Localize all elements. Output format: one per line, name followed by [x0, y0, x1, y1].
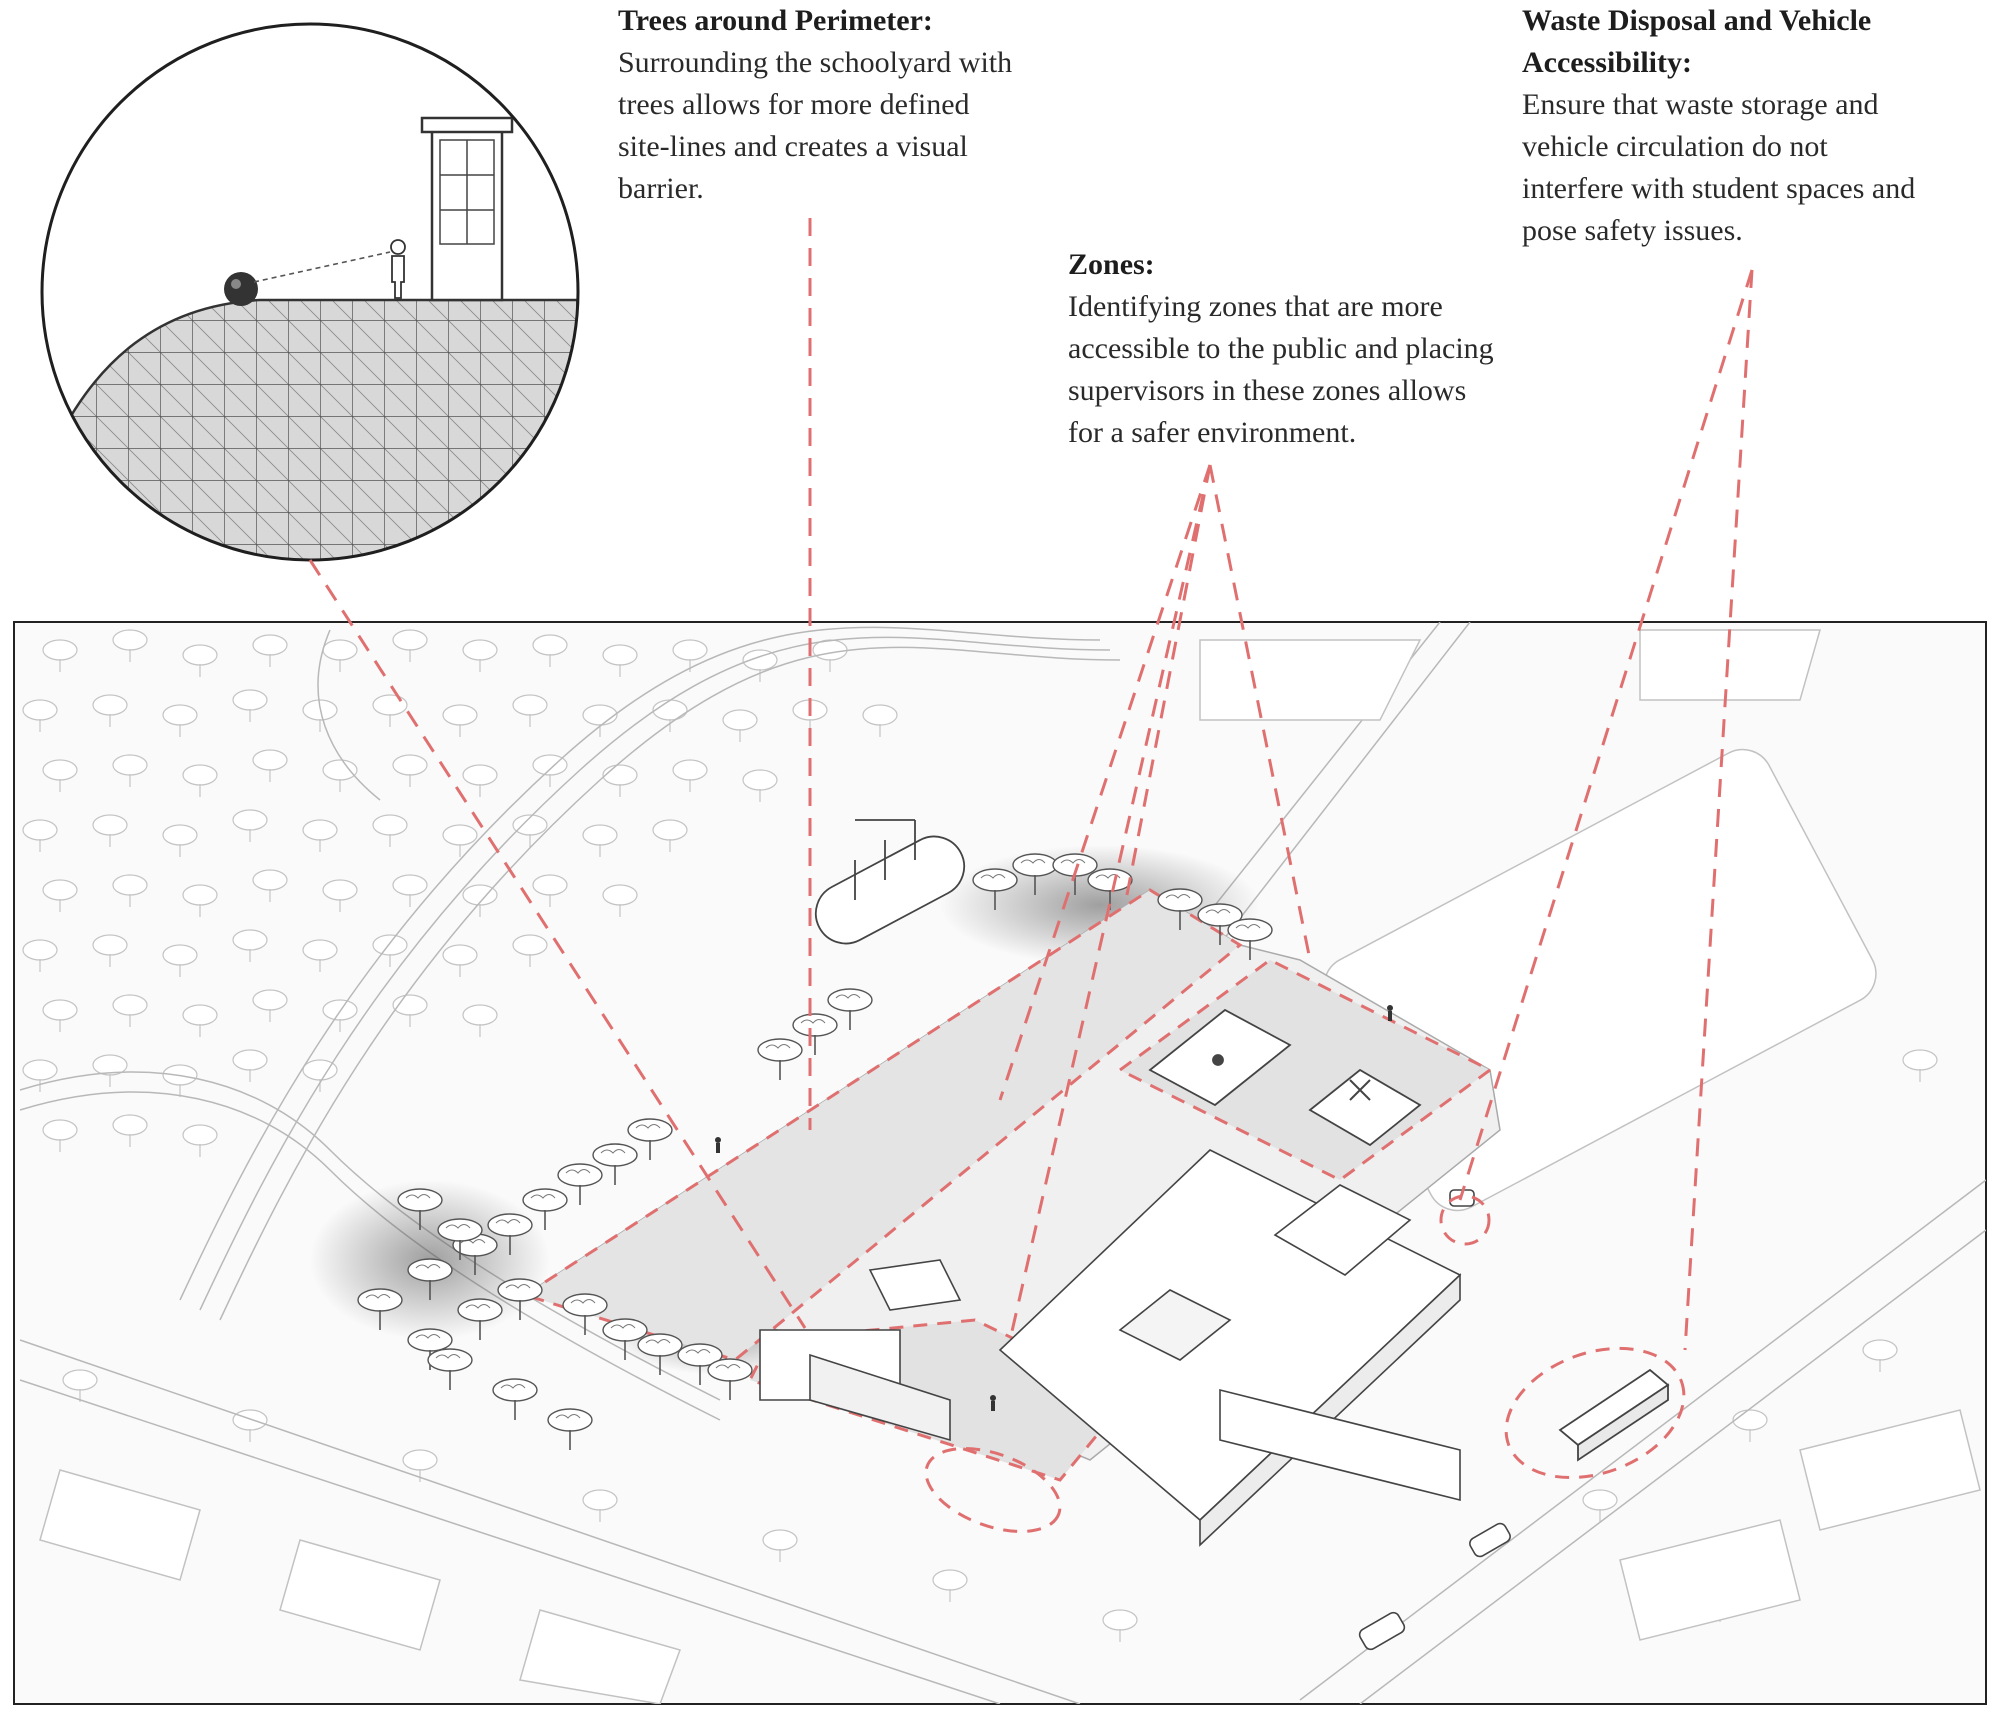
site-axonometric — [13, 621, 1987, 1705]
person-icon — [715, 1005, 1393, 1411]
annotation-title: Trees around Perimeter: — [618, 4, 933, 37]
school-bus-icon — [1558, 1368, 1670, 1462]
playground-structure — [814, 819, 966, 945]
person-icon — [390, 239, 406, 299]
zone-field — [521, 888, 1243, 1362]
leader-lines — [308, 218, 1754, 1351]
play-courts — [1148, 1008, 1422, 1147]
highlight-ellipses — [924, 1194, 1686, 1533]
annotation-body: Ensure that waste storage and vehicle ci… — [1522, 88, 1916, 247]
zone-play-courts — [1117, 958, 1493, 1182]
annotation-trees-around-perimeter: Trees around Perimeter: Surrounding the … — [618, 0, 1088, 210]
contour-lines — [19, 622, 1986, 1704]
building-icon — [420, 116, 514, 302]
car-icon — [1358, 1189, 1511, 1651]
school-building — [759, 1149, 1462, 1547]
sightline-section-inset — [40, 22, 580, 562]
annotation-title: Waste Disposal and Vehicle Accessibility… — [1522, 4, 1872, 79]
annotation-title: Zones: — [1068, 248, 1155, 281]
annotation-body: Identifying zones that are more accessib… — [1068, 290, 1494, 449]
shrub-icon — [224, 272, 258, 306]
annotation-body: Surrounding the schoolyard with trees al… — [618, 46, 1013, 205]
annotation-zones: Zones: Identifying zones that are more a… — [1068, 244, 1548, 454]
annotation-waste-disposal: Waste Disposal and Vehicle Accessibility… — [1522, 0, 1992, 252]
